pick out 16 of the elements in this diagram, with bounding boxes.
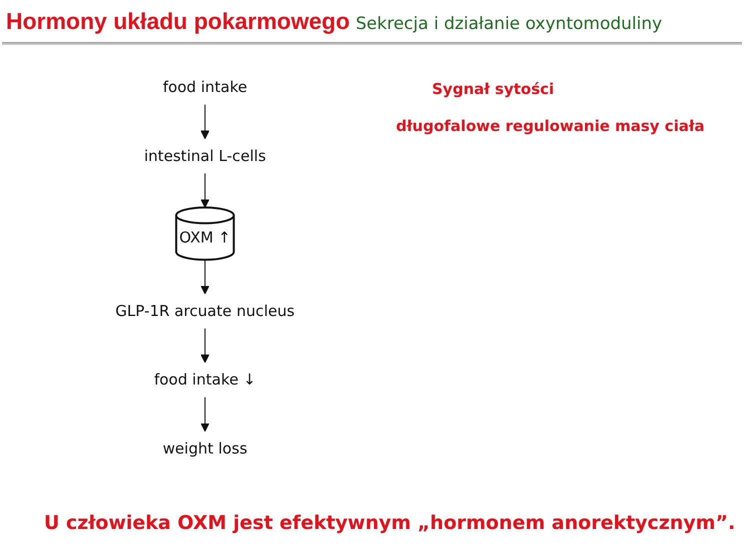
- arrow: [200, 104, 210, 140]
- arrow: [200, 328, 210, 364]
- step-label: GLP-1R arcuate nucleus: [115, 302, 295, 320]
- step-label: weight loss: [162, 439, 248, 458]
- subtitle: Sekrecja i działanie oxyntomoduliny: [356, 14, 662, 34]
- title: Hormony układu pokarmowego: [6, 8, 350, 34]
- note-text: Sygnał sytości: [432, 80, 554, 98]
- step-label: food intake ↓: [154, 370, 256, 389]
- step-label: food intake: [162, 78, 248, 96]
- arrow: [200, 173, 210, 208]
- cylinder-node: OXM ↑: [175, 206, 235, 261]
- note-text: długofalowe regulowanie masy ciała: [396, 117, 705, 135]
- arrow: [200, 260, 210, 294]
- caption: U człowieka OXM jest efektywnym „hormonem anorektycznym”.: [44, 512, 736, 534]
- arrow: [200, 397, 210, 432]
- step-label: intestinal L-cells: [144, 146, 266, 165]
